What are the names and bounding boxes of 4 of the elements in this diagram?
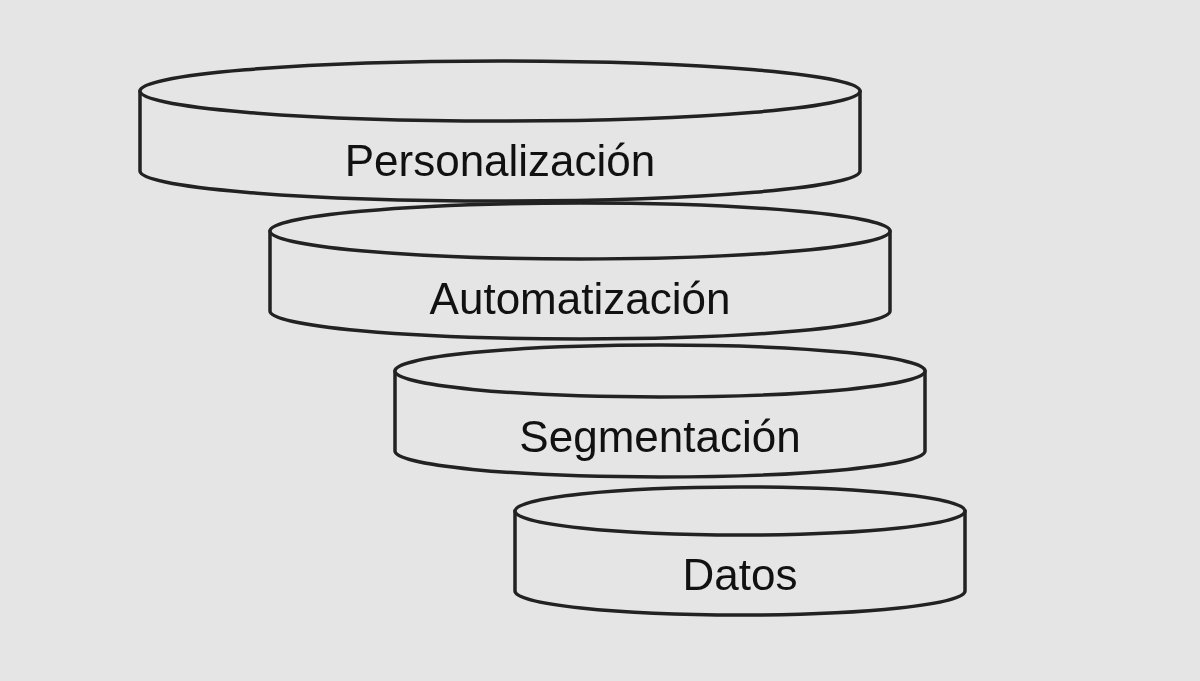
layer-label: Automatización	[429, 274, 731, 324]
layer-label: Datos	[682, 550, 798, 600]
layer-label: Personalización	[344, 136, 656, 186]
layer-label: Segmentación	[519, 412, 801, 462]
